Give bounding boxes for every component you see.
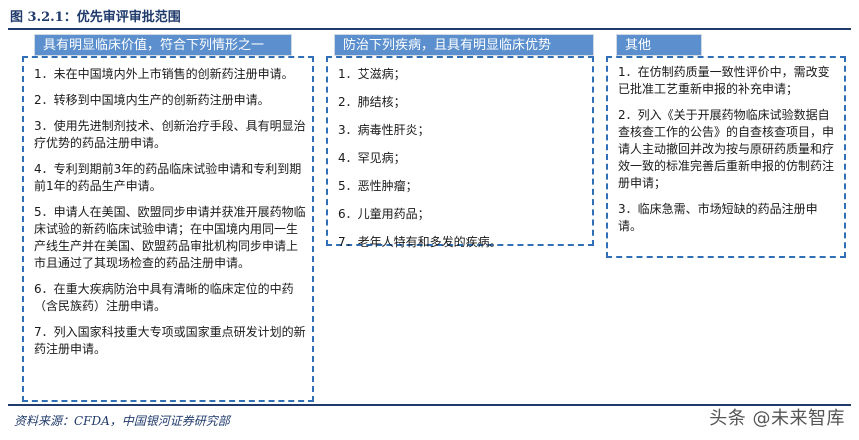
column-box-clinical-value: 1．未在中国境内外上市销售的创新药注册申请。 2．转移到中国境内生产的创新药注册… (22, 56, 314, 402)
top-divider (8, 28, 851, 30)
list-item: 6．在重大疾病防治中具有清晰的临床定位的中药（含民族药）注册申请。 (34, 282, 294, 313)
list-item: 7．列入国家科技重大专项或国家重点研发计划的新药注册申请。 (34, 325, 306, 356)
column-box-other: 1．在仿制药质量一致性评价中，需改变已批准工艺重新申报的补充申请； 2．列入《关… (606, 56, 846, 258)
list-item: 3．使用先进制剂技术、创新治疗手段、具有明显治疗优势的药品注册申请。 (34, 119, 306, 150)
list-item: 1．艾滋病； (338, 67, 406, 81)
figure-title: 图 3.2.1：优先审评审批范围 (10, 10, 181, 25)
list-item: 4．罕见病； (338, 151, 406, 165)
bottom-divider (8, 404, 851, 406)
column-header-clinical-value: 具有明显临床价值，符合下列情形之一 (34, 34, 292, 56)
list-item: 3．病毒性肝炎； (338, 123, 430, 137)
list-item: 4．专利到期前3年的药品临床试验申请和专利到期前1年的药品生产申请。 (34, 162, 302, 193)
watermark: 头条 @未来智库 (709, 408, 845, 429)
list-item: 3．临床急需、市场短缺的药品注册申请。 (618, 202, 818, 233)
list-item: 6．儿童用药品； (338, 207, 430, 221)
list-item: 5．申请人在美国、欧盟同步申请并获准开展药物临床试验的新药临床试验申请；在中国境… (34, 205, 306, 270)
column-header-other: 其他 (616, 34, 702, 56)
list-item: 1．在仿制药质量一致性评价中，需改变已批准工艺重新申报的补充申请； (618, 65, 830, 96)
list-item: 7．老年人特有和多发的疾病。 (338, 235, 502, 249)
source-note: 资料来源：CFDA，中国银河证券研究部 (14, 414, 230, 428)
list-item: 5．恶性肿瘤； (338, 179, 418, 193)
column-header-diseases: 防治下列疾病，且具有明显临床优势 (334, 34, 594, 56)
list-item: 2．转移到中国境内生产的创新药注册申请。 (34, 93, 270, 107)
column-box-diseases: 1．艾滋病； 2．肺结核； 3．病毒性肝炎； 4．罕见病； 5．恶性肿瘤； 6．… (326, 56, 594, 249)
list-item: 2．肺结核； (338, 95, 406, 109)
list-item: 1．未在中国境内外上市销售的创新药注册申请。 (34, 67, 294, 81)
list-item: 2．列入《关于开展药物临床试验数据自查核查工作的公告》的自查核查项目，申请人主动… (618, 108, 835, 190)
